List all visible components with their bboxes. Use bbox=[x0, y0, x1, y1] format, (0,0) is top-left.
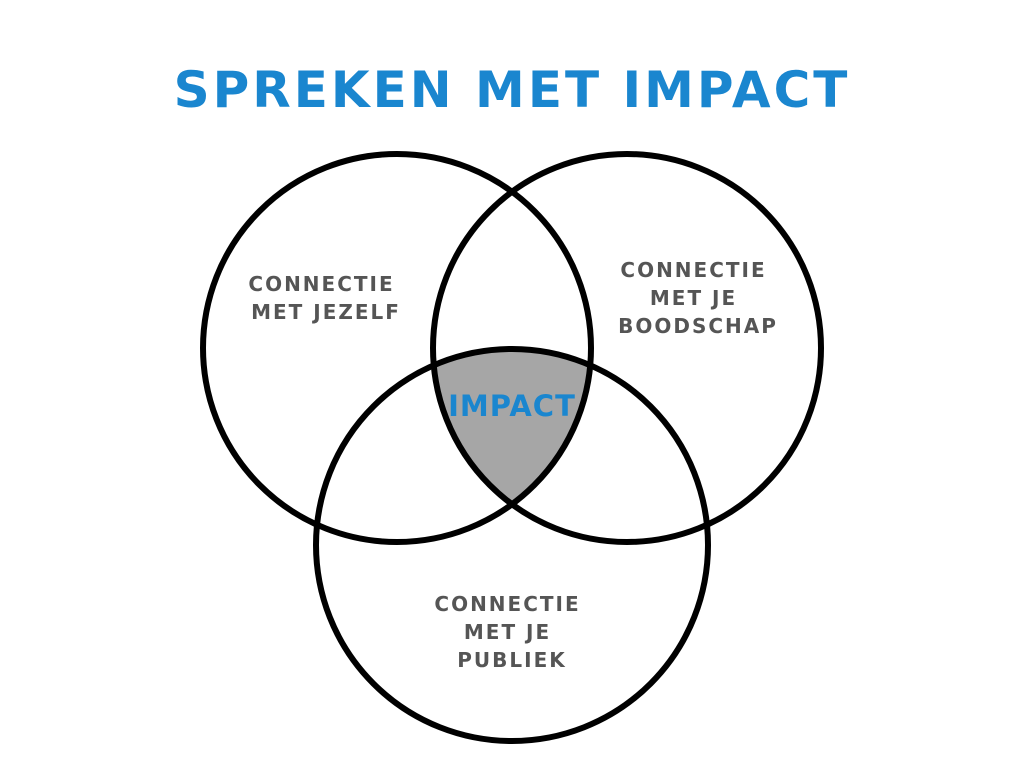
label-publiek-line-3: PUBLIEK bbox=[457, 648, 567, 672]
circle-publiek bbox=[313, 346, 711, 744]
center-label-impact: IMPACT bbox=[448, 389, 576, 423]
label-publiek-line-2: MET JE bbox=[464, 620, 551, 644]
label-publiek-line-1: CONNECTIE bbox=[434, 592, 580, 616]
label-boodschap-line-3: BOODSCHAP bbox=[618, 314, 778, 338]
circle-jezelf bbox=[200, 151, 594, 545]
page-title: SPREKEN MET IMPACT bbox=[173, 61, 851, 119]
label-jezelf-line-1: CONNECTIE bbox=[248, 272, 394, 296]
label-jezelf-line-2: MET JEZELF bbox=[251, 300, 401, 324]
label-publiek: CONNECTIE MET JE PUBLIEK bbox=[434, 592, 589, 672]
label-jezelf: CONNECTIE MET JEZELF bbox=[248, 272, 403, 324]
circle-boodschap bbox=[430, 151, 824, 545]
label-boodschap: CONNECTIE MET JE BOODSCHAP bbox=[618, 258, 778, 338]
label-boodschap-line-1: CONNECTIE bbox=[620, 258, 766, 282]
label-boodschap-line-2: MET JE bbox=[650, 286, 737, 310]
